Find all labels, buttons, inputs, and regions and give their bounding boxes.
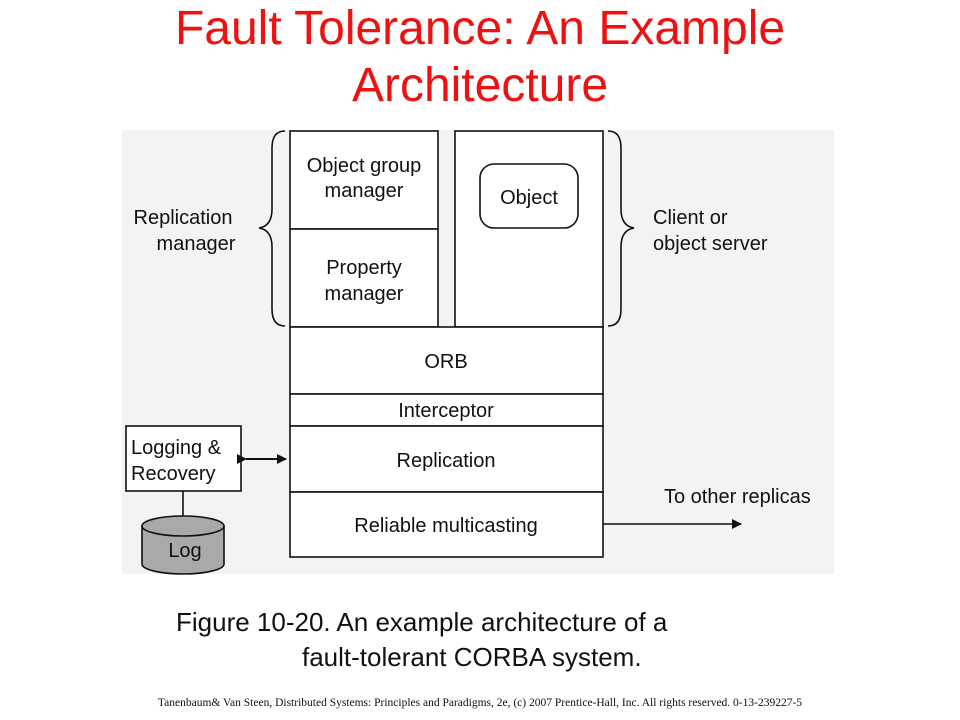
slide-title: Fault Tolerance: An Example Architecture (0, 0, 960, 114)
orb-label: ORB (424, 351, 467, 373)
object-group-manager-label-line-2: manager (325, 180, 404, 202)
client-server-label-line-2: object server (653, 233, 768, 255)
replication-label: Replication (397, 450, 496, 472)
slide-title-line-1: Fault Tolerance: An Example (174, 2, 786, 55)
replication-manager-brace (258, 130, 286, 327)
replication-layer (289, 425, 604, 493)
reliable-multicasting-label: Reliable multicasting (354, 515, 537, 537)
object-box (479, 163, 579, 229)
client-server-brace (607, 130, 635, 327)
reliable-multicasting-layer (289, 491, 604, 558)
figure-caption-line-2: fault-tolerant CORBA system. (302, 642, 642, 672)
object-server-box (454, 130, 604, 328)
replication-manager-label-line-1: Replication (134, 207, 233, 229)
object-label: Object (500, 187, 558, 209)
replication-manager-label-line-2: manager (157, 233, 236, 255)
property-manager-label-line-1: Property (326, 257, 402, 279)
to-other-replicas-label: To other replicas (664, 486, 811, 508)
figure-caption-line-1: Figure 10-20. An example architecture of… (176, 607, 668, 637)
object-group-manager-box (289, 130, 439, 230)
copyright-footer: Tanenbaum& Van Steen, Distributed System… (157, 697, 803, 709)
slide-title-line-2: Architecture (351, 59, 609, 112)
log-label: Log (168, 540, 201, 562)
client-server-label-line-1: Client or (653, 207, 728, 229)
log-cylinder (141, 515, 225, 575)
interceptor-label: Interceptor (398, 400, 494, 422)
property-manager-label-line-2: manager (325, 283, 404, 305)
object-group-manager-label-line-1: Object group (307, 155, 422, 177)
interceptor-layer (289, 393, 604, 427)
logging-recovery-label-line-1: Logging & (131, 437, 222, 459)
orb-layer (289, 326, 604, 395)
logging-recovery-label-line-2: Recovery (131, 463, 215, 485)
property-manager-box (289, 228, 439, 328)
